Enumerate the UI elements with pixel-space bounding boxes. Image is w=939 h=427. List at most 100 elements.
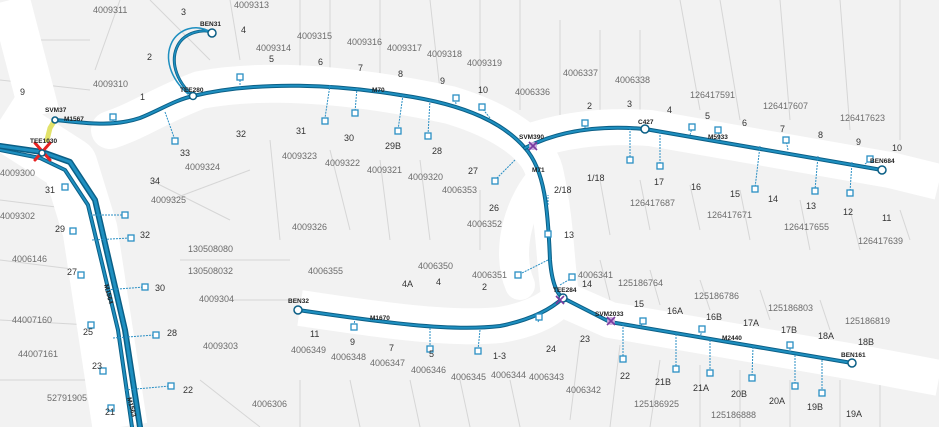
svg-text:4006351: 4006351 [472, 270, 507, 280]
svg-text:126417623: 126417623 [840, 113, 885, 123]
svg-text:32: 32 [140, 230, 150, 240]
svg-text:125186764: 125186764 [618, 278, 663, 288]
label-ben161: BEN161 [841, 352, 866, 359]
svg-text:126417655: 126417655 [784, 222, 829, 232]
svg-text:27: 27 [468, 166, 478, 176]
svg-text:11: 11 [310, 329, 319, 339]
svg-text:31: 31 [296, 126, 306, 136]
switch-markers[interactable] [51, 116, 616, 326]
svg-text:6: 6 [742, 118, 747, 128]
label-m5933: M5933 [708, 134, 728, 141]
svg-text:12: 12 [843, 207, 853, 217]
label-svm2033: SVM2033 [595, 311, 624, 318]
svg-text:2: 2 [147, 52, 152, 62]
svg-text:4006306: 4006306 [252, 399, 287, 409]
svg-text:125186888: 125186888 [711, 410, 756, 420]
circle-icon [877, 165, 887, 175]
svg-text:5: 5 [705, 111, 710, 121]
svg-text:10: 10 [892, 143, 902, 153]
svg-text:14: 14 [582, 279, 592, 289]
x-cross-icon[interactable] [528, 141, 538, 151]
svg-text:20B: 20B [731, 389, 747, 399]
svg-text:4009318: 4009318 [427, 49, 462, 59]
service-points [61, 73, 874, 412]
svg-text:14: 14 [768, 194, 778, 204]
label-c427: C427 [638, 119, 654, 126]
svg-text:4006336: 4006336 [515, 87, 550, 97]
svg-text:4009302: 4009302 [0, 211, 35, 221]
svg-text:17A: 17A [743, 318, 759, 328]
red-x-icon[interactable] [33, 141, 52, 162]
svg-text:4009310: 4009310 [93, 79, 128, 89]
svg-text:24: 24 [546, 344, 556, 354]
parcel-ids: 4009311 4009313 4009315 4009316 4009317 … [0, 0, 903, 420]
svg-text:126417607: 126417607 [763, 101, 808, 111]
svg-text:4: 4 [436, 277, 441, 287]
svg-text:4: 4 [667, 105, 672, 115]
svg-text:4009304: 4009304 [199, 294, 234, 304]
svg-text:32: 32 [236, 129, 246, 139]
circle-icon [188, 91, 198, 101]
svg-text:4006352: 4006352 [467, 219, 502, 229]
svg-text:17B: 17B [781, 325, 797, 335]
svg-text:126417671: 126417671 [707, 210, 752, 220]
svg-text:17: 17 [654, 177, 664, 187]
circle-icon [207, 28, 217, 38]
circle-icon [847, 358, 857, 368]
svg-text:2/18: 2/18 [554, 185, 572, 195]
svg-text:130508032: 130508032 [188, 266, 233, 276]
svg-text:29B: 29B [385, 141, 401, 151]
svg-text:130508080: 130508080 [188, 244, 233, 254]
svg-text:31: 31 [45, 185, 55, 195]
svg-text:23: 23 [580, 334, 590, 344]
svg-text:4006343: 4006343 [529, 372, 564, 382]
svg-text:125186925: 125186925 [634, 399, 679, 409]
svg-text:28: 28 [432, 146, 442, 156]
svg-text:4A: 4A [402, 279, 413, 289]
svg-text:4009321: 4009321 [367, 165, 402, 175]
label-ben32: BEN32 [288, 298, 309, 305]
svg-text:9: 9 [856, 137, 861, 147]
svg-text:18A: 18A [818, 331, 834, 341]
svg-text:4009311: 4009311 [93, 5, 127, 15]
svg-text:7: 7 [358, 63, 363, 73]
parcel-boundaries [0, 0, 911, 427]
circle-icon [293, 305, 303, 315]
svg-text:16: 16 [691, 182, 701, 192]
circle-icon [640, 124, 650, 134]
svg-text:26: 26 [489, 203, 499, 213]
svg-text:30: 30 [344, 133, 354, 143]
svg-text:125186819: 125186819 [845, 316, 890, 326]
svg-text:4006347: 4006347 [370, 358, 405, 368]
svg-text:20A: 20A [769, 396, 785, 406]
svg-text:5: 5 [269, 54, 274, 64]
label-ben684: BEN684 [870, 158, 895, 165]
svg-text:4009322: 4009322 [325, 158, 360, 168]
svg-text:4009324: 4009324 [185, 162, 220, 172]
svg-text:9: 9 [440, 76, 445, 86]
svg-text:4006348: 4006348 [331, 352, 366, 362]
label-svm390: SVM390 [519, 134, 544, 141]
x-cross-icon[interactable] [555, 295, 565, 305]
label-m2440: M2440 [722, 335, 742, 342]
svg-text:4: 4 [241, 25, 246, 35]
x-cross-icon[interactable] [606, 316, 616, 326]
svg-text:126417639: 126417639 [858, 236, 903, 246]
house-numbers: 3 4 2 5 1 9 6 7 8 9 10 32 31 30 29B 28 3… [20, 7, 902, 419]
label-ben31: BEN31 [200, 21, 221, 28]
svg-text:4006353: 4006353 [442, 185, 477, 195]
svg-text:3: 3 [181, 7, 186, 17]
svg-text:13: 13 [806, 201, 816, 211]
svg-text:1: 1 [140, 92, 145, 102]
svg-text:16B: 16B [706, 312, 722, 322]
svg-text:1/18: 1/18 [587, 173, 605, 183]
svg-text:7: 7 [780, 124, 785, 134]
label-tee280: TEE280 [180, 87, 204, 94]
svg-text:23: 23 [92, 361, 102, 371]
svg-text:125186786: 125186786 [694, 291, 739, 301]
svg-text:4009300: 4009300 [0, 168, 35, 178]
svg-text:7: 7 [389, 343, 394, 353]
svg-text:4009325: 4009325 [151, 195, 186, 205]
svg-text:4009320: 4009320 [408, 172, 443, 182]
